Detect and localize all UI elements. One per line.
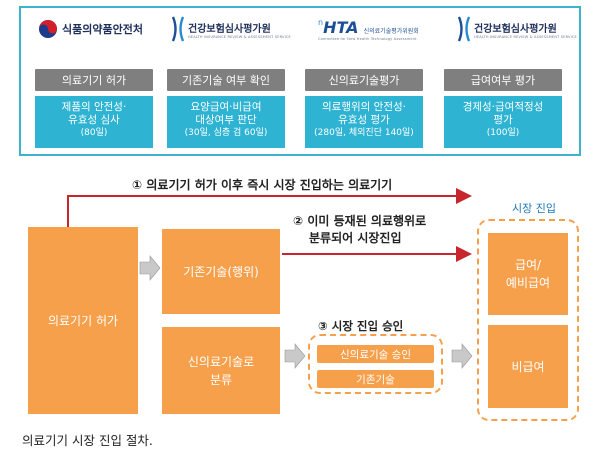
route-1-caption: ① 의료기기 허가 이후 즉시 시장 진입하는 의료기기 (132, 178, 393, 192)
figure-caption: 의료기기 시장 진입 절차. (22, 433, 153, 448)
coverage-box: 급여/ 예비급여 (488, 233, 568, 315)
logo-hira-2: 건강보험심사평가원 HEALTH INSURANCE REVIEW & ASSE… (458, 6, 578, 52)
route-1-number: ① (132, 178, 143, 192)
logo-hira-1-text: 건강보험심사평가원 (188, 23, 271, 35)
new-tech-box: 신의료기술로 분류 (162, 327, 280, 414)
gray-arrow-3 (451, 343, 473, 369)
gray-arrow-2 (284, 343, 306, 369)
logo-hira-1: 건강보험심사평가원 HEALTH INSURANCE REVIEW & ASSE… (172, 6, 292, 52)
existing-tech-box: 기존기술(행위) (162, 229, 280, 314)
route-2-caption: ② 이미 등재된 의료행위로 분류되어 시장진입 (293, 214, 427, 245)
logo-hira-1-sub: HEALTH INSURANCE REVIEW & ASSESSMENT SER… (188, 34, 291, 39)
stage-body-approval: 제품의 안전성· 유효성 심사 (80일) (35, 96, 153, 148)
stage-label-existing-check: 기존기술 여부 확인 (167, 69, 285, 91)
logo-nhta-name: 신의료기술평가위원회 (363, 27, 419, 35)
duration: (280일, 체외진단 140일) (314, 128, 414, 138)
stage-label-coverage: 급여여부 평가 (444, 69, 562, 91)
logo-mfds: 식품의약품안전처 (38, 6, 162, 52)
stage-label-new-tech: 신의료기술평가 (305, 69, 423, 91)
stage-body-existing-check: 요양급여·비급여 대상여부 판단 (30일, 심층 검 60일) (167, 96, 285, 148)
gray-arrow-1 (139, 255, 161, 281)
logo-nhta-mark: HTA (323, 17, 359, 37)
approval-box: 의료기기 허가 (28, 227, 138, 414)
logo-nhta-sub: Committee for New Health Technology Asse… (318, 36, 417, 41)
pill-existing-tech: 기존기술 (316, 369, 435, 389)
stage-body-coverage: 경제성·급여적정성 평가 (100일) (444, 96, 562, 148)
taegeuk-icon (39, 20, 57, 38)
logo-nhta: nHTA 신의료기술평가위원회 Committee for New Health… (318, 6, 448, 52)
route-1-arrow (67, 188, 472, 227)
logo-mfds-text: 식품의약품안전처 (62, 23, 143, 36)
logo-hira-2-sub: HEALTH INSURANCE REVIEW & ASSESSMENT SER… (474, 34, 577, 39)
market-entry-label: 시장 진입 (512, 202, 556, 215)
stage-label-approval: 의료기기 허가 (35, 69, 153, 91)
non-coverage-box: 비급여 (488, 325, 568, 408)
pill-new-tech-approval: 신의료기술 승인 (316, 344, 435, 364)
approval-dashed-group (308, 334, 443, 394)
hira-x-icon (458, 16, 470, 42)
logo-hira-2-text: 건강보험심사평가원 (474, 23, 557, 35)
route-3-number: ③ (318, 319, 328, 333)
logo-nhta-prefix: n (318, 17, 324, 27)
duration: (100일) (486, 128, 520, 138)
market-dashed-group (477, 219, 579, 421)
route-2-number: ② (293, 214, 304, 228)
duration: (30일, 심층 검 60일) (184, 128, 268, 138)
duration: (80일) (80, 128, 108, 138)
route-3-caption: ③ 시장 진입 승인 (318, 319, 404, 333)
stage-body-new-tech: 의료행위의 안전성· 유효성 평가 (280일, 체외진단 140일) (305, 96, 423, 148)
hira-x-icon (172, 16, 184, 42)
